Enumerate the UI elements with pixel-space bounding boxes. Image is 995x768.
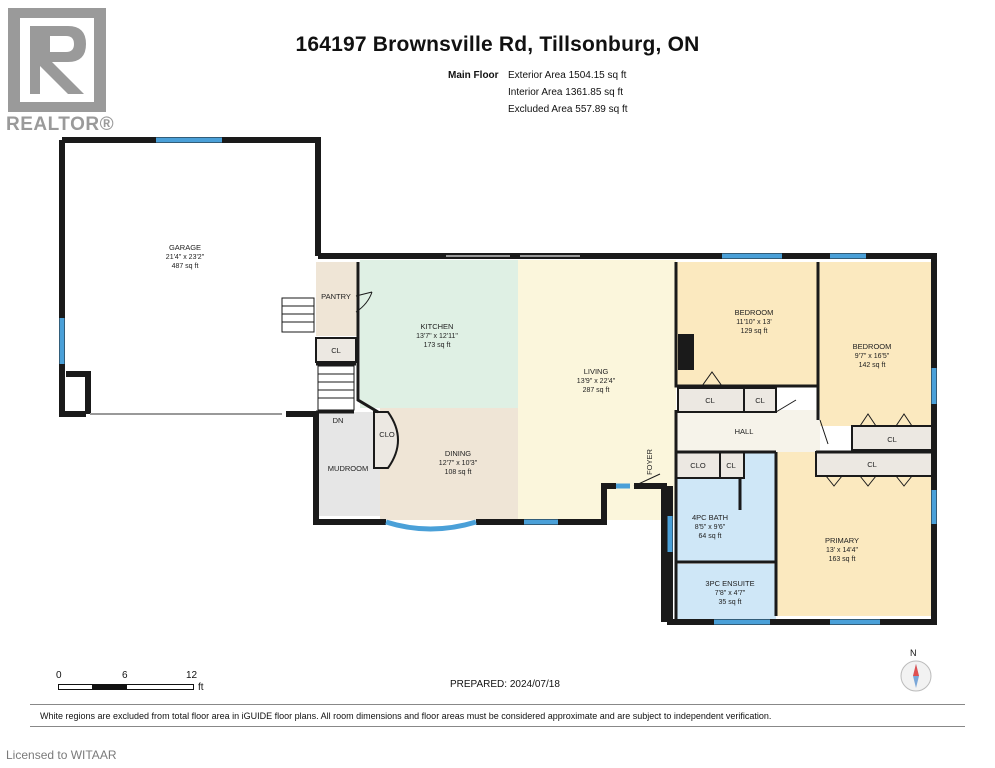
bedroom1-fill	[676, 262, 818, 386]
pantry-cl-label: CL	[331, 346, 341, 355]
pantry-cl	[315, 337, 357, 363]
scale-bar: 0 6 12 ft	[56, 670, 216, 694]
bedroom1-name: BEDROOM	[735, 308, 774, 317]
scale-tick-6: 6	[122, 670, 128, 681]
kitchen-fill	[360, 260, 518, 408]
bedroom2-cl	[851, 425, 935, 451]
prepared-date: PREPARED: 2024/07/18	[450, 679, 560, 690]
realtor-logo-text: REALTOR®	[6, 114, 115, 135]
primary-cl	[815, 451, 935, 477]
bedroom2-area: 142 sq ft	[859, 362, 886, 369]
bedroom2-name: BEDROOM	[853, 342, 892, 351]
floor-plan: GARAGE 21'4" x 23'2" 487 sq ft KITCHEN 1…	[59, 137, 937, 625]
living-fill	[518, 260, 676, 520]
living-area: 287 sq ft	[583, 387, 610, 394]
compass-north-label: N	[910, 648, 917, 658]
page-title: 164197 Brownsville Rd, Tillsonburg, ON	[295, 33, 700, 56]
mudroom-fill	[316, 412, 380, 516]
living-dims: 13'9" x 22'4"	[577, 378, 616, 385]
scale-segment-1	[58, 684, 94, 690]
footer-divider-bottom	[30, 726, 965, 727]
footer-divider-top	[30, 704, 965, 705]
realtor-logo-mark	[8, 8, 106, 112]
garage-dims: 21'4" x 23'2"	[166, 254, 205, 261]
ensuite-name: 3PC ENSUITE	[705, 579, 754, 588]
scale-tick-0: 0	[56, 670, 62, 681]
bedroom1-cl-a-label: CL	[705, 396, 715, 405]
primary-cl-label: CL	[867, 460, 877, 469]
license-text: Licensed to WITAAR	[6, 748, 117, 762]
dining-fill	[380, 408, 518, 520]
scale-segment-3	[126, 684, 194, 690]
ensuite-area: 35 sq ft	[719, 599, 742, 606]
footer-note: White regions are excluded from total fl…	[40, 711, 772, 721]
realtor-logo: REALTOR®	[6, 6, 116, 136]
compass: N	[898, 648, 938, 696]
scale-tick-12: 12	[186, 670, 198, 681]
bedroom1-dims: 11'10" x 13'	[736, 319, 771, 326]
mudroom-clo-label: CLO	[379, 430, 395, 439]
garage-steps	[281, 297, 315, 333]
floor-label: Main Floor	[448, 70, 499, 81]
ensuite-fill	[676, 564, 776, 620]
bedroom1-area: 129 sq ft	[741, 328, 768, 335]
hall-clo-label: CLO	[690, 461, 706, 470]
exterior-area: Exterior Area 1504.15 sq ft	[508, 70, 627, 81]
pantry-label: PANTRY	[321, 292, 351, 301]
bedroom2-cl-label: CL	[887, 435, 897, 444]
glazing	[90, 255, 580, 415]
compass-icon	[900, 660, 932, 692]
primary-dims: 13' x 14'4"	[826, 547, 859, 554]
interior-area: Interior Area 1361.85 sq ft	[508, 87, 624, 98]
living-name: LIVING	[584, 367, 609, 376]
kitchen-dims: 13'7" x 12'11"	[416, 333, 458, 340]
kitchen-area: 173 sq ft	[424, 342, 451, 349]
mudroom-label: MUDROOM	[328, 464, 368, 473]
bath4pc-name: 4PC BATH	[692, 513, 728, 522]
primary-fill	[776, 452, 934, 616]
doors	[355, 291, 913, 487]
hall-label: HALL	[735, 427, 754, 436]
bedroom2-dims: 9'7" x 16'5"	[855, 353, 890, 360]
fireplace-block	[678, 334, 694, 370]
bedroom2-fill	[818, 262, 934, 426]
hall-cl	[719, 451, 745, 479]
scale-segment-2	[92, 684, 128, 690]
windows	[59, 137, 937, 625]
garage-area: 487 sq ft	[172, 263, 199, 270]
pantry-fill	[316, 262, 358, 336]
scale-unit: ft	[198, 682, 204, 693]
interior-walls	[316, 262, 934, 620]
dn-label: DN	[333, 416, 344, 425]
hall-fill	[676, 410, 820, 452]
hall-cl-label: CL	[726, 461, 736, 470]
bath4pc-dims: 8'5" x 9'6"	[695, 524, 726, 531]
dining-area: 108 sq ft	[445, 469, 472, 476]
dining-dims: 12'7" x 10'3"	[439, 460, 478, 467]
garage-name: GARAGE	[169, 243, 201, 252]
primary-name: PRIMARY	[825, 536, 859, 545]
bedroom1-cl-b-label: CL	[755, 396, 765, 405]
foyer-label: FOYER	[645, 449, 654, 475]
bath4pc-area: 64 sq ft	[699, 533, 722, 540]
excluded-area: Excluded Area 557.89 sq ft	[508, 104, 628, 115]
kitchen-name: KITCHEN	[421, 322, 454, 331]
bedroom1-cl-b	[743, 387, 777, 413]
ensuite-dims: 7'8" x 4'7"	[715, 590, 746, 597]
mudroom-clo	[373, 411, 399, 469]
dining-name: DINING	[445, 449, 471, 458]
primary-area: 163 sq ft	[829, 556, 856, 563]
basement-stairs	[317, 365, 355, 411]
